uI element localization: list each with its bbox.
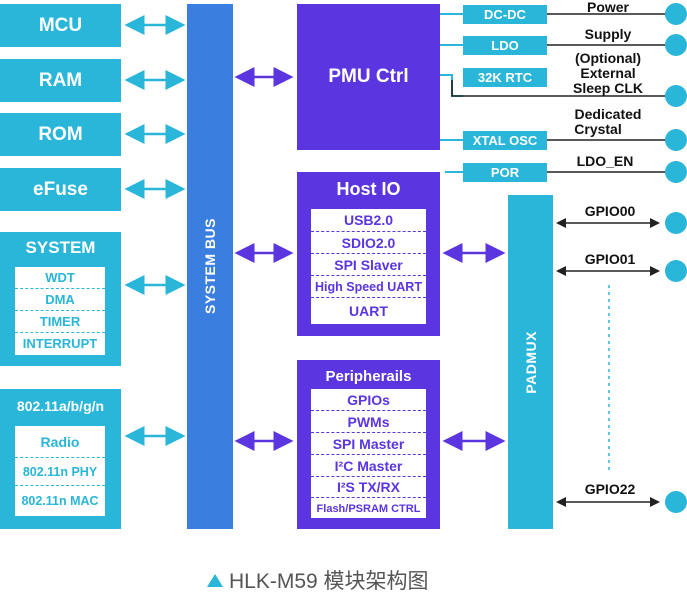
wifi-item-mac: 802.11n MAC: [21, 493, 99, 508]
wifi-title: 802.11a/b/g/n: [16, 398, 105, 414]
system-item-wdt: WDT: [15, 267, 105, 289]
wifi-item-phy: 802.11n PHY: [15, 458, 105, 486]
pin-lines: [451, 13, 668, 173]
gpio-arrows: [556, 218, 660, 507]
left-bus-arrows: [124, 15, 186, 446]
dcdc-tag: DC-DC: [463, 5, 547, 24]
system-item-interrupt: INTERRUPT: [22, 336, 98, 351]
host-io-box: Host IO USB2.0 SDIO2.0 SPI Slaver High S…: [297, 172, 440, 336]
dedicated-label: Dedicated: [574, 106, 642, 122]
peripherals-item-i2s: I²S TX/RX: [311, 477, 426, 498]
efuse-box: eFuse: [0, 168, 121, 211]
host-io-items: USB2.0 SDIO2.0 SPI Slaver High Speed UAR…: [310, 208, 427, 325]
external-label: External: [580, 65, 636, 81]
caption-triangle-icon: [207, 574, 223, 587]
system-item-timer: TIMER: [15, 311, 105, 333]
peripherals-item-gpios: GPIOs: [311, 389, 426, 411]
power-label: Power: [586, 0, 629, 15]
peripherals-item-pwms: PWMs: [311, 411, 426, 433]
peripherals-items: GPIOs PWMs SPI Master I²C Master I²S TX/…: [310, 388, 427, 519]
diagram-caption: HLK-M59 模块架构图: [229, 570, 429, 593]
supply-label: Supply: [584, 26, 632, 42]
system-bus: SYSTEM BUS: [187, 4, 233, 529]
bus-block-arrows: [234, 67, 506, 451]
peripherals-item-flash-psram: Flash/PSRAM CTRL: [316, 502, 421, 515]
wifi-items: Radio 802.11n PHY 802.11n MAC: [14, 425, 106, 517]
rtc-tag: 32K RTC: [463, 68, 547, 87]
sleep-clk-label: Sleep CLK: [572, 80, 643, 96]
host-io-item-sdio: SDIO2.0: [311, 232, 426, 254]
host-io-item-uart: UART: [349, 302, 388, 319]
host-io-title: Host IO: [336, 178, 401, 199]
crystal-label: Crystal: [574, 121, 622, 137]
pin-circles: [665, 3, 687, 513]
padmux-box: PADMUX: [508, 195, 553, 529]
peripherals-box: Peripherails GPIOs PWMs SPI Master I²C M…: [297, 360, 440, 529]
system-bus-label: SYSTEM BUS: [202, 218, 218, 315]
peripherals-item-spi-master: SPI Master: [311, 433, 426, 455]
system-box: SYSTEM WDT DMA TIMER INTERRUPT: [0, 232, 121, 366]
host-io-item-spi-slaver: SPI Slaver: [311, 254, 426, 276]
gpio01-label: GPIO01: [584, 251, 636, 267]
host-io-item-usb: USB2.0: [311, 209, 426, 232]
pmu-ctrl-box: PMU Ctrl: [297, 4, 440, 150]
wifi-item-radio: Radio: [15, 426, 105, 458]
ldo-en-label: LDO_EN: [576, 153, 634, 169]
system-items: WDT DMA TIMER INTERRUPT: [14, 266, 106, 356]
wifi-box: 802.11a/b/g/n Radio 802.11n PHY 802.11n …: [0, 389, 121, 529]
xtal-osc-tag: XTAL OSC: [463, 131, 547, 150]
peripherals-item-i2c-master: I²C Master: [311, 455, 426, 477]
system-title: SYSTEM: [25, 238, 96, 257]
rom-box: ROM: [0, 113, 121, 156]
gpio00-label: GPIO00: [584, 203, 636, 219]
optional-label: (Optional): [574, 50, 642, 66]
padmux-label: PADMUX: [522, 330, 539, 394]
mcu-box: MCU: [0, 4, 121, 47]
peripherals-title: Peripherails: [325, 367, 412, 385]
ldo-tag: LDO: [463, 36, 547, 55]
por-tag: POR: [463, 163, 547, 182]
host-io-item-hs-uart: High Speed UART: [311, 276, 426, 298]
gpio22-label: GPIO22: [584, 481, 636, 497]
ram-box: RAM: [0, 59, 121, 102]
system-item-dma: DMA: [15, 289, 105, 311]
